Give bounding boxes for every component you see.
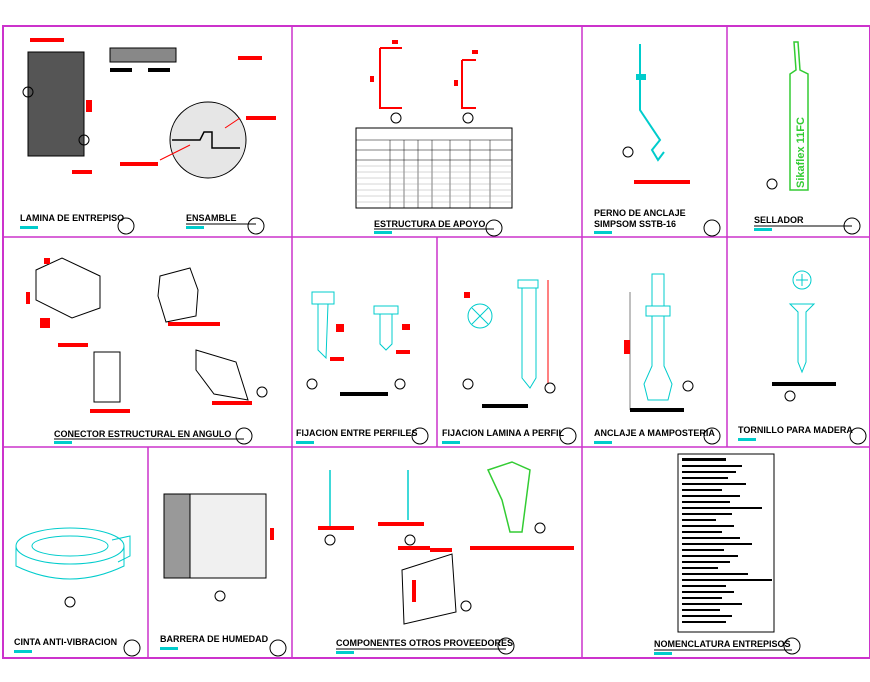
joint-detail (109, 47, 247, 179)
title-nomenclatura: NOMENCLATURA ENTREPISOS (654, 639, 791, 649)
callout-circle (117, 217, 135, 235)
title-anclaje: ANCLAJE A MAMPOSTERIA (594, 428, 715, 438)
title-tornillo: TORNILLO PARA MADERA (738, 425, 853, 435)
title-fijacion-lamina: FIJACION LAMINA A PERFIL (442, 428, 564, 438)
panel-fijacion-perfiles: FIJACION ENTRE PERFILES (296, 291, 429, 445)
profile-table (355, 127, 513, 209)
sheet-frame (2, 25, 870, 659)
profile-c (379, 47, 402, 109)
anchor-bolt-drawing (639, 78, 665, 162)
panel-fijacion-lamina: FIJACION LAMINA A PERFIL (442, 279, 577, 445)
title-barrera: BARRERA DE HUMEDAD (160, 634, 269, 644)
panel-grid (3, 26, 870, 658)
title-cinta: CINTA ANTI-VIBRACION (14, 637, 117, 647)
title-lamina: LAMINA DE ENTREPISO (20, 213, 124, 223)
title-componentes: COMPONENTES OTROS PROVEEDORES (336, 638, 513, 648)
panel-board-drawing (27, 51, 85, 157)
panel-lamina: LAMINA DE ENTREPISO ENSAMBLE (20, 38, 276, 235)
sealant-tube-drawing (789, 41, 809, 191)
title-sellador: SELLADOR (754, 215, 804, 225)
title-ensamble: ENSAMBLE (186, 213, 237, 223)
panel-componentes: COMPONENTES OTROS PROVEEDORES (318, 461, 574, 655)
title-fijacion-perfiles: FIJACION ENTRE PERFILES (296, 428, 418, 438)
panel-cinta: CINTA ANTI-VIBRACION (14, 527, 141, 657)
panel-conector: CONECTOR ESTRUCTURAL EN ANGULO (26, 257, 268, 445)
title-perno-model: SIMPSOM SSTB-16 (594, 219, 676, 229)
title-estructura: ESTRUCTURA DE APOYO (374, 219, 485, 229)
title-perno: PERNO DE ANCLAJE (594, 208, 686, 218)
panel-anclaje: ANCLAJE A MAMPOSTERIA (594, 273, 721, 445)
profile-u (461, 59, 476, 109)
callout-circle (247, 217, 265, 235)
panel-barrera: BARRERA DE HUMEDAD (160, 493, 287, 657)
panel-perno: PERNO DE ANCLAJE SIMPSOM SSTB-16 (594, 44, 721, 237)
panel-tornillo: TORNILLO PARA MADERA (738, 270, 867, 445)
title-conector: CONECTOR ESTRUCTURAL EN ANGULO (54, 429, 231, 439)
panel-estructura: ESTRUCTURA DE APOYO (355, 40, 513, 237)
panel-nomenclatura: NOMENCLATURA ENTREPISOS (654, 453, 801, 655)
sealant-brand-label: Sikaflex 11FC (795, 117, 807, 188)
panel-sellador: Sikaflex 11FC SELLADOR (754, 41, 861, 235)
